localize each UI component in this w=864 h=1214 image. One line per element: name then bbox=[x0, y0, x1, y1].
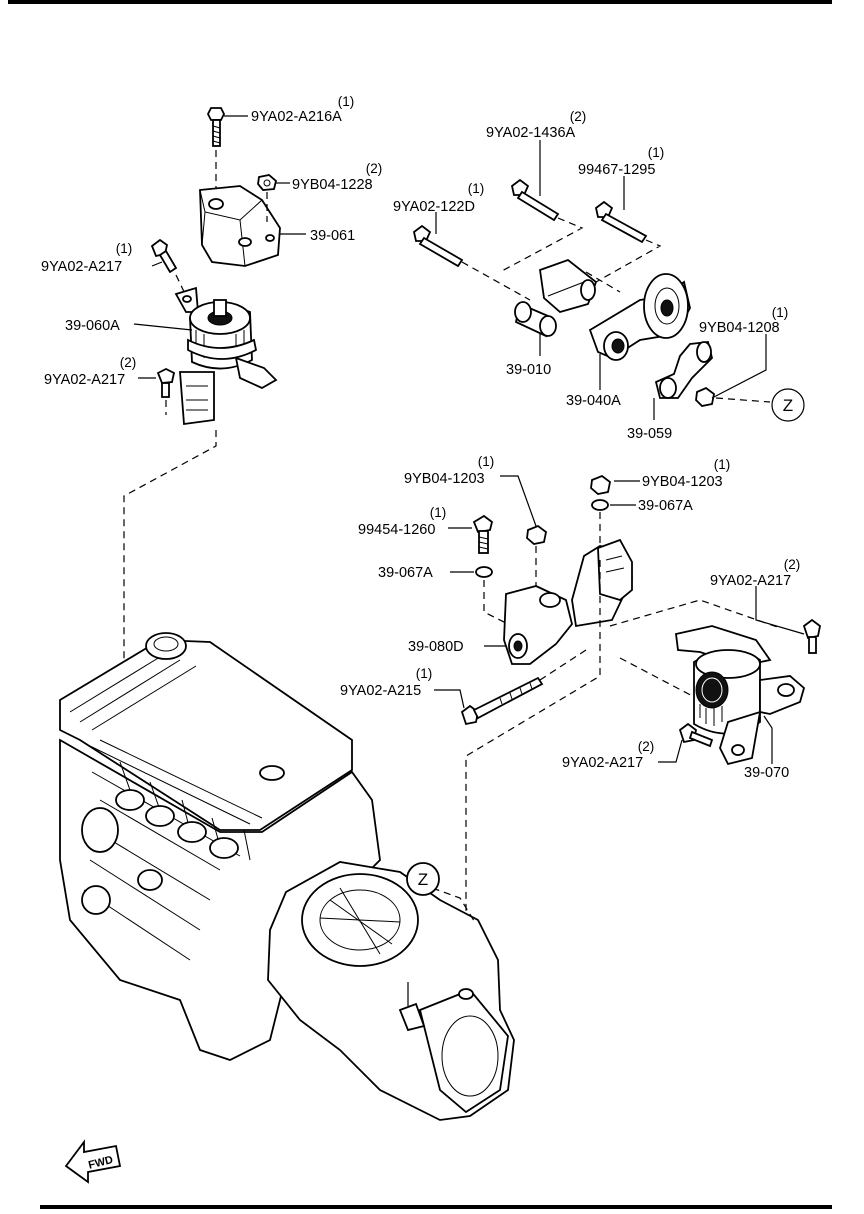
qty-a217-bottom: (2) bbox=[638, 739, 655, 754]
mount-39-060a bbox=[174, 286, 278, 426]
label-b1203-left: 9YB04-1203 bbox=[404, 471, 485, 487]
label-a217-left: 9YA02-A217 bbox=[44, 372, 125, 388]
bracket-39-080d bbox=[503, 538, 633, 665]
torque-rod-group: Z bbox=[412, 178, 805, 422]
label-a217-top: 9YA02-A217 bbox=[41, 259, 122, 275]
z-callout-bottom: Z bbox=[406, 862, 440, 896]
torque-rod-39-040a bbox=[588, 273, 691, 361]
label-a215: 9YA02-A215 bbox=[340, 683, 421, 699]
bolt-a217-bottom bbox=[678, 722, 714, 748]
bolt-a216a bbox=[206, 107, 226, 147]
fwd-arrow: FWD bbox=[64, 1139, 122, 1184]
label-b1203-right: 9YB04-1203 bbox=[642, 474, 723, 490]
qty-a217-left: (2) bbox=[120, 355, 137, 370]
label-39-010: 39-010 bbox=[506, 362, 551, 378]
label-39-060a: 39-060A bbox=[65, 318, 120, 334]
nut-b1208 bbox=[695, 386, 715, 407]
z-callout-bottom-label: Z bbox=[418, 870, 428, 889]
bolt-a217-left bbox=[156, 367, 176, 398]
bolt-1436a bbox=[510, 178, 560, 222]
qty-a217-right: (2) bbox=[784, 557, 801, 572]
bracket-39-059 bbox=[654, 341, 713, 399]
label-39-059: 39-059 bbox=[627, 426, 672, 442]
bracket-39-010 bbox=[514, 258, 598, 338]
qty-1436a: (2) bbox=[570, 109, 587, 124]
label-39-061: 39-061 bbox=[310, 228, 355, 244]
bolt-122d bbox=[412, 224, 464, 268]
qty-99454: (1) bbox=[430, 505, 447, 520]
bolt-a217-top bbox=[150, 238, 178, 274]
washer-39-067a-right bbox=[591, 499, 609, 511]
label-99467: 99467-1295 bbox=[578, 162, 655, 178]
qty-b1228: (2) bbox=[366, 161, 383, 176]
label-39-067a-left: 39-067A bbox=[378, 565, 433, 581]
transmission-mount-group bbox=[460, 474, 633, 995]
top-border bbox=[8, 0, 832, 4]
label-99454: 99454-1260 bbox=[358, 522, 435, 538]
label-39-080d: 39-080D bbox=[408, 639, 464, 655]
label-122d: 9YA02-122D bbox=[393, 199, 475, 215]
label-a217-right: 9YA02-A217 bbox=[710, 573, 791, 589]
label-1436a: 9YA02-1436A bbox=[486, 125, 576, 141]
nut-b1203-left bbox=[526, 524, 547, 545]
mount-39-070-group bbox=[609, 599, 821, 766]
label-39-040a: 39-040A bbox=[566, 393, 621, 409]
qty-99467: (1) bbox=[648, 145, 665, 160]
nut-b1203-right bbox=[590, 474, 611, 495]
mount-39-070 bbox=[675, 625, 806, 766]
washer-39-067a-left bbox=[475, 566, 493, 578]
bottom-border bbox=[40, 1205, 832, 1209]
z-callout-top-label: Z bbox=[783, 396, 793, 415]
bolt-99454 bbox=[472, 514, 494, 554]
qty-b1203-right: (1) bbox=[714, 457, 731, 472]
qty-b1208: (1) bbox=[772, 305, 789, 320]
label-39-070: 39-070 bbox=[744, 765, 789, 781]
qty-a217-top: (1) bbox=[116, 241, 133, 256]
engine-mount-group bbox=[150, 107, 281, 426]
leader-lines bbox=[133, 115, 805, 764]
qty-a216a: (1) bbox=[338, 94, 355, 109]
engine-transaxle-assembly: Z bbox=[59, 430, 515, 1121]
fwd-arrow-label: FWD bbox=[87, 1154, 114, 1172]
label-b1208: 9YB04-1208 bbox=[699, 320, 780, 336]
bolt-99467 bbox=[594, 200, 648, 244]
bolt-a215 bbox=[460, 676, 544, 726]
label-a216a: 9YA02-A216A bbox=[251, 109, 342, 125]
bolt-a217-right bbox=[802, 618, 821, 654]
label-a217-bottom: 9YA02-A217 bbox=[562, 755, 643, 771]
nut-b1228 bbox=[257, 174, 278, 191]
label-39-067a-right: 39-067A bbox=[638, 498, 693, 514]
qty-a215: (1) bbox=[416, 666, 433, 681]
z-callout-top: Z bbox=[771, 388, 805, 422]
qty-122d: (1) bbox=[468, 181, 485, 196]
label-b1228: 9YB04-1228 bbox=[292, 177, 373, 193]
labels: (1) 9YA02-A216A (2) 9YB04-1228 39-061 (1… bbox=[41, 94, 800, 781]
bracket-39-061 bbox=[199, 185, 281, 267]
qty-b1203-left: (1) bbox=[478, 454, 495, 469]
